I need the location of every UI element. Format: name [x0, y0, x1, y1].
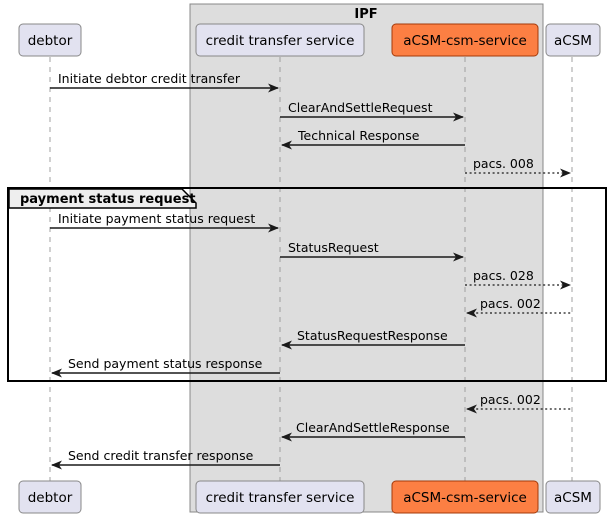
message-label: Initiate payment status request [58, 211, 255, 226]
message-label: pacs. 002 [480, 296, 541, 311]
participant-label-acsm-csm-service: aCSM-csm-service [403, 490, 527, 506]
message-label: StatusRequest [288, 240, 379, 255]
participant-foot-credit-transfer-service[interactable]: credit transfer service [195, 480, 365, 514]
message-label: Send payment status response [68, 356, 263, 371]
message-clear-and-settle-response: ClearAndSettleResponse [281, 420, 465, 442]
message-send-credit-transfer-response: Send credit transfer response [51, 448, 280, 470]
message-label: Technical Response [297, 128, 420, 143]
participant-label-debtor: debtor [28, 33, 73, 49]
participant-label-debtor: debtor [28, 490, 73, 506]
participant-label-acsm: aCSM [554, 33, 592, 49]
participant-head-debtor[interactable]: debtor [18, 23, 82, 57]
ipf-box: IPF [189, 3, 544, 513]
message-label: ClearAndSettleResponse [296, 420, 450, 435]
group-label: payment status request [20, 192, 196, 207]
message-clear-and-settle-request: ClearAndSettleRequest [280, 100, 464, 122]
participant-foot-acsm-csm-service[interactable]: aCSM-csm-service [391, 480, 539, 514]
participant-head-acsm[interactable]: aCSM [545, 23, 601, 57]
message-pacs-028: pacs. 028 [465, 268, 571, 290]
participant-label-acsm: aCSM [554, 490, 592, 506]
message-pacs-002-settle: pacs. 002 [466, 392, 572, 414]
participant-head-credit-transfer-service[interactable]: credit transfer service [195, 23, 365, 57]
message-pacs-002-status: pacs. 002 [466, 296, 572, 318]
participant-label-credit-transfer-service: credit transfer service [206, 33, 355, 49]
message-label: pacs. 002 [480, 392, 541, 407]
message-pacs-008: pacs. 008 [465, 156, 571, 178]
participant-head-acsm-csm-service[interactable]: aCSM-csm-service [391, 23, 539, 57]
participant-label-credit-transfer-service: credit transfer service [206, 490, 355, 506]
message-status-request: StatusRequest [280, 240, 464, 262]
message-status-request-response: StatusRequestResponse [281, 328, 465, 350]
message-label: Initiate debtor credit transfer [58, 71, 241, 86]
participant-foot-acsm[interactable]: aCSM [545, 480, 601, 514]
message-label: Send credit transfer response [68, 448, 254, 463]
message-label: pacs. 028 [473, 268, 534, 283]
message-send-payment-status-response: Send payment status response [51, 356, 280, 378]
group-payment-status-request: payment status request [7, 187, 607, 382]
message-initiate-payment-status-request: Initiate payment status request [50, 211, 279, 233]
message-label: ClearAndSettleRequest [288, 100, 433, 115]
message-label: pacs. 008 [473, 156, 534, 171]
message-technical-response: Technical Response [281, 128, 465, 150]
ipf-box-title: IPF [354, 7, 377, 22]
lifelines [49, 57, 573, 481]
message-initiate-debtor-credit-transfer: Initiate debtor credit transfer [50, 71, 279, 93]
participant-label-acsm-csm-service: aCSM-csm-service [403, 33, 527, 49]
participant-foot-debtor[interactable]: debtor [18, 480, 82, 514]
message-label: StatusRequestResponse [297, 328, 448, 343]
